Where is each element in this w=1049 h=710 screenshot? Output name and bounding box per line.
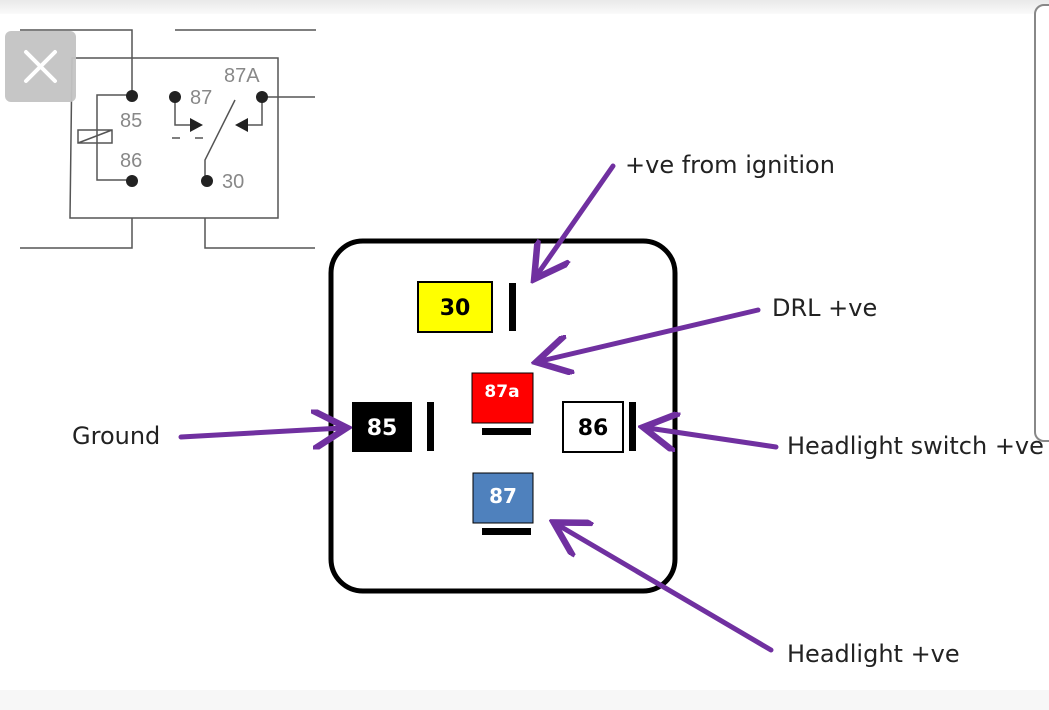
schematic-pin-87a: 87A — [224, 65, 260, 87]
label-headlight: Headlight +ve — [787, 640, 960, 668]
svg-text:87: 87 — [489, 484, 517, 508]
label-headlight-switch: Headlight switch +ve — [787, 432, 1044, 460]
schematic-pin-86: 86 — [120, 150, 142, 172]
schematic-pin-85: 85 — [120, 110, 142, 132]
close-button[interactable] — [5, 31, 76, 102]
label-drl: DRL +ve — [772, 294, 877, 322]
svg-text:30: 30 — [440, 296, 471, 321]
pin-86: 86 — [562, 401, 636, 453]
arrow-headlight-switch — [648, 428, 779, 447]
svg-text:85: 85 — [367, 416, 398, 441]
arrow-ignition — [537, 163, 616, 275]
top-bar — [0, 0, 1049, 14]
pin-85: 85 — [352, 402, 434, 452]
pin-87: 87 — [472, 472, 534, 535]
svg-text:87a: 87a — [484, 382, 519, 402]
schematic-pin-30: 30 — [222, 171, 244, 193]
pin-87a: 87a — [471, 372, 534, 435]
label-ground: Ground — [72, 422, 160, 450]
relay-schematic — [20, 29, 316, 249]
label-ignition: +ve from ignition — [625, 151, 835, 179]
bottom-strip — [0, 690, 1049, 710]
arrow-ground — [178, 428, 342, 437]
close-icon — [24, 50, 57, 83]
schematic-pin-87: 87 — [190, 87, 212, 109]
arrow-headlight — [558, 525, 774, 653]
arrow-drl — [541, 307, 761, 361]
pin-30: 30 — [417, 281, 516, 333]
svg-text:86: 86 — [578, 416, 609, 441]
side-panel — [1034, 4, 1049, 442]
